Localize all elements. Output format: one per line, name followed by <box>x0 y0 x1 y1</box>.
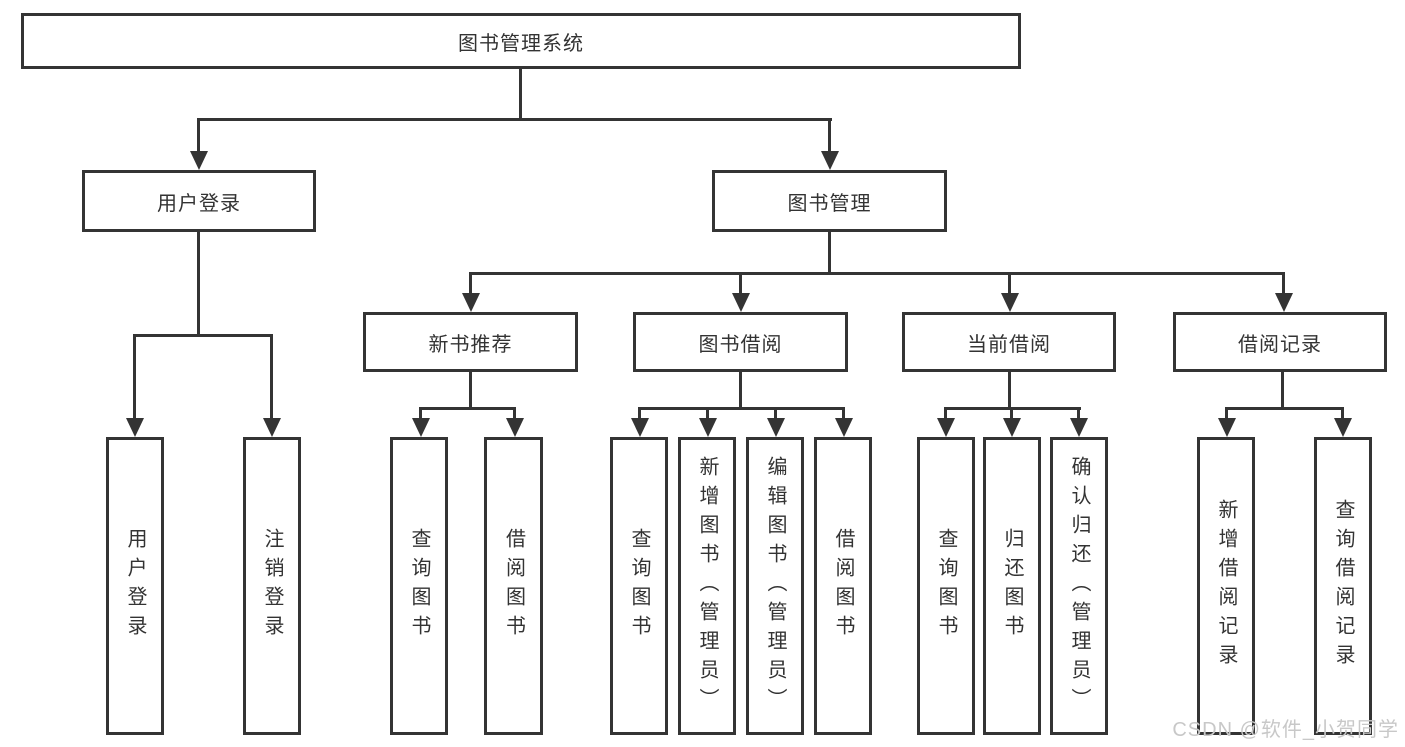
node-current-borrow-label: 当前借阅 <box>967 333 1051 356</box>
connector-leaf-stub <box>706 407 709 421</box>
connector-to-new-book-recommend <box>469 272 472 298</box>
leaf-query-borrow-record: 查询借阅记录 <box>1314 437 1372 735</box>
arrowhead-down-icon <box>126 418 144 437</box>
arrowhead-down-icon <box>263 418 281 437</box>
connector-book-management-bar <box>469 272 1285 275</box>
leaf-borrow-books: 借阅图书 <box>814 437 872 735</box>
leaf-add-borrow-record-label: 新增借阅记录 <box>1215 499 1237 673</box>
connector-new-book-recommend-stem <box>469 372 472 409</box>
leaf-borrow-books-recommend-label: 借阅图书 <box>502 528 525 644</box>
connector-root-to-user-login <box>197 118 200 156</box>
node-borrow-records: 借阅记录 <box>1173 312 1387 372</box>
leaf-add-books-admin-label: 新增图书（管理员） <box>696 455 718 717</box>
leaf-confirm-return-admin-label: 确认归还（管理员） <box>1068 455 1090 717</box>
leaf-add-borrow-record: 新增借阅记录 <box>1197 437 1255 735</box>
csdn-watermark: CSDN @软件_小贺同学 <box>1172 719 1399 741</box>
connector-root-bar <box>197 118 832 121</box>
arrowhead-down-icon <box>1275 293 1293 312</box>
leaf-borrow-books-label: 借阅图书 <box>832 528 854 644</box>
arrowhead-down-icon <box>412 418 430 437</box>
arrowhead-down-icon <box>1218 418 1236 437</box>
leaf-return-books: 归还图书 <box>983 437 1041 735</box>
connector-leaf-stub <box>419 407 422 421</box>
arrowhead-down-icon <box>699 418 717 437</box>
node-book-management: 图书管理 <box>712 170 947 232</box>
arrowhead-down-icon <box>631 418 649 437</box>
leaf-logout-label: 注销登录 <box>261 528 283 644</box>
leaf-confirm-return-admin: 确认归还（管理员） <box>1050 437 1108 735</box>
connector-borrow-records-stem <box>1281 372 1284 409</box>
connector-to-leaf-logout <box>270 334 273 422</box>
node-user-login-label: 用户登录 <box>157 192 241 215</box>
node-current-borrow: 当前借阅 <box>902 312 1116 372</box>
arrowhead-down-icon <box>732 293 750 312</box>
connector-leaf-stub <box>944 407 947 421</box>
arrowhead-down-icon <box>190 151 208 170</box>
connector-root-to-book-management <box>828 118 831 156</box>
arrowhead-down-icon <box>462 293 480 312</box>
connector-leaf-stub <box>1225 407 1228 421</box>
node-library-system: 图书管理系统 <box>21 13 1021 69</box>
connector-leaf-stub <box>1010 407 1013 421</box>
node-user-login: 用户登录 <box>82 170 316 232</box>
connector-leaf-stub <box>842 407 845 421</box>
arrowhead-down-icon <box>506 418 524 437</box>
connector-user-login-bar <box>133 334 273 337</box>
arrowhead-down-icon <box>821 151 839 170</box>
connector-to-current-borrow <box>1008 272 1011 298</box>
leaf-query-books-current: 查询图书 <box>917 437 975 735</box>
leaf-query-books-recommend: 查询图书 <box>390 437 448 735</box>
node-book-borrow: 图书借阅 <box>633 312 848 372</box>
node-borrow-records-label: 借阅记录 <box>1238 333 1322 356</box>
connector-user-login-stem <box>197 232 200 336</box>
connector-to-book-borrow <box>739 272 742 298</box>
connector-current-borrow-stem <box>1008 372 1011 409</box>
connector-book-borrow-leafbar <box>638 407 845 410</box>
node-new-book-recommend: 新书推荐 <box>363 312 578 372</box>
leaf-return-books-label: 归还图书 <box>1001 528 1023 644</box>
connector-borrow-records-leafbar <box>1225 407 1344 410</box>
connector-book-borrow-stem <box>739 372 742 409</box>
node-book-borrow-label: 图书借阅 <box>698 333 783 356</box>
leaf-edit-books-admin-label: 编辑图书（管理员） <box>764 455 786 717</box>
connector-leaf-stub <box>1077 407 1080 421</box>
arrowhead-down-icon <box>835 418 853 437</box>
leaf-borrow-books-recommend: 借阅图书 <box>484 437 543 735</box>
connector-leaf-stub <box>1341 407 1344 421</box>
arrowhead-down-icon <box>767 418 785 437</box>
connector-leaf-stub <box>513 407 516 421</box>
arrowhead-down-icon <box>1070 418 1088 437</box>
arrowhead-down-icon <box>1003 418 1021 437</box>
node-library-system-label: 图书管理系统 <box>458 32 584 55</box>
connector-leaf-stub <box>638 407 641 421</box>
leaf-query-books-borrow-label: 查询图书 <box>628 528 650 644</box>
leaf-query-borrow-record-label: 查询借阅记录 <box>1332 499 1354 673</box>
node-new-book-recommend-label: 新书推荐 <box>428 333 513 356</box>
connector-to-leaf-user-login <box>133 334 136 422</box>
leaf-user-login: 用户登录 <box>106 437 164 735</box>
arrowhead-down-icon <box>1334 418 1352 437</box>
leaf-logout: 注销登录 <box>243 437 301 735</box>
leaf-query-books-current-label: 查询图书 <box>935 528 957 644</box>
connector-root-stem <box>519 69 522 120</box>
leaf-add-books-admin: 新增图书（管理员） <box>678 437 736 735</box>
arrowhead-down-icon <box>1001 293 1019 312</box>
node-book-management-label: 图书管理 <box>787 192 872 215</box>
connector-new-book-recommend-leafbar <box>419 407 516 410</box>
leaf-query-books-borrow: 查询图书 <box>610 437 668 735</box>
arrowhead-down-icon <box>937 418 955 437</box>
connector-leaf-stub <box>774 407 777 421</box>
connector-to-borrow-records <box>1282 272 1285 298</box>
leaf-edit-books-admin: 编辑图书（管理员） <box>746 437 804 735</box>
leaf-user-login-label: 用户登录 <box>124 528 146 644</box>
connector-book-management-stem <box>828 232 831 274</box>
leaf-query-books-recommend-label: 查询图书 <box>408 528 430 644</box>
